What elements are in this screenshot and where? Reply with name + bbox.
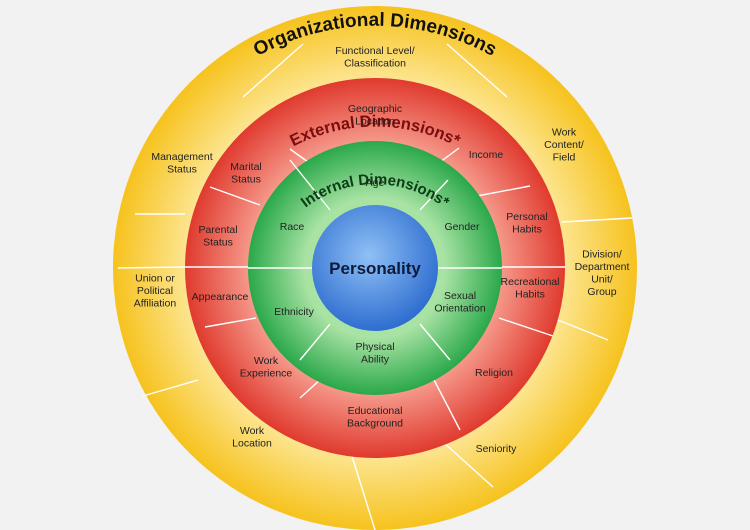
ethnicity-label-line: Ethnicity [274, 306, 314, 318]
physical-ability-label-line: Ability [361, 353, 390, 365]
work-content-label-line: Work [552, 127, 577, 139]
work-content-label-line: Field [553, 152, 576, 164]
organizational-divider [552, 317, 609, 341]
union-label-line: Political [137, 285, 173, 297]
functional-level-label-line: Functional Level/ [335, 45, 414, 57]
organizational-dividers [117, 43, 633, 530]
organizational-divider [142, 379, 199, 397]
race-label: Race [280, 221, 305, 233]
seniority-label-line: Seniority [476, 443, 518, 455]
internal-divider [419, 323, 451, 361]
marital-status-label-line: Status [231, 173, 261, 185]
internal-divider [299, 323, 331, 361]
seniority-label: Seniority [476, 443, 518, 455]
work-content-label-line: Content/ [544, 139, 584, 151]
appearance-label: Appearance [192, 291, 249, 303]
geographic-location-label-line: Location [355, 115, 395, 127]
religion-label-line: Religion [475, 367, 513, 379]
work-experience-label-line: Work [254, 355, 279, 367]
management-status-label-line: Management [151, 151, 212, 163]
organizational-divider [242, 43, 304, 98]
organizational-divider [117, 266, 186, 269]
work-location-label-line: Work [240, 425, 265, 437]
work-experience-label-line: Experience [240, 367, 293, 379]
external-divider [209, 186, 261, 206]
appearance-label-line: Appearance [192, 291, 249, 303]
external-divider [204, 317, 257, 328]
division-label-line: Department [575, 261, 630, 273]
gender-label-line: Gender [444, 221, 480, 233]
internal-divider [289, 159, 331, 211]
organizational-divider [561, 217, 633, 223]
marital-status-label-line: Marital [230, 161, 262, 173]
division-label-line: Division/ [582, 248, 622, 260]
recreational-habits-label-line: Recreational [501, 276, 560, 288]
race-label-line: Race [280, 221, 305, 233]
organizational-divider [442, 441, 494, 488]
external-divider [431, 375, 461, 431]
income-label-line: Income [469, 149, 504, 161]
personal-habits-label-line: Habits [512, 223, 542, 235]
union-label-line: Union or [135, 273, 175, 285]
gender-label: Gender [444, 221, 480, 233]
income-label: Income [469, 149, 504, 161]
age-label-line: Age [366, 177, 385, 189]
parental-status-label-line: Parental [198, 224, 237, 236]
union-label-line: Affiliation [134, 298, 177, 310]
division-label-line: Group [587, 286, 616, 298]
management-status-label-line: Status [167, 163, 197, 175]
ethnicity-label: Ethnicity [274, 306, 314, 318]
physical-ability-label-line: Physical [355, 341, 394, 353]
internal-divider [419, 179, 449, 211]
organizational-divider [446, 43, 508, 98]
recreational-habits-label-line: Habits [515, 288, 545, 300]
religion-label: Religion [475, 367, 513, 379]
functional-level-label-line: Classification [344, 57, 406, 69]
age-label: Age [366, 177, 385, 189]
geographic-location-label-line: Geographic [348, 103, 402, 115]
internal-dividers [248, 159, 502, 361]
personality-core [312, 205, 438, 331]
sexual-orientation-label-line: Orientation [434, 302, 486, 314]
division-label-line: Unit/ [591, 273, 613, 285]
personal-habits-label-line: Personal [506, 211, 547, 223]
parental-status-label-line: Status [203, 236, 233, 248]
personality-label: Personality [329, 259, 421, 278]
educational-background-label-line: Background [347, 417, 403, 429]
work-location-label-line: Location [232, 437, 272, 449]
sexual-orientation-label-line: Sexual [444, 290, 476, 302]
external-divider [476, 185, 531, 197]
educational-background-label-line: Educational [348, 405, 403, 417]
external-divider [498, 317, 554, 337]
functional-level-label: Functional Level/Classification [335, 45, 414, 70]
